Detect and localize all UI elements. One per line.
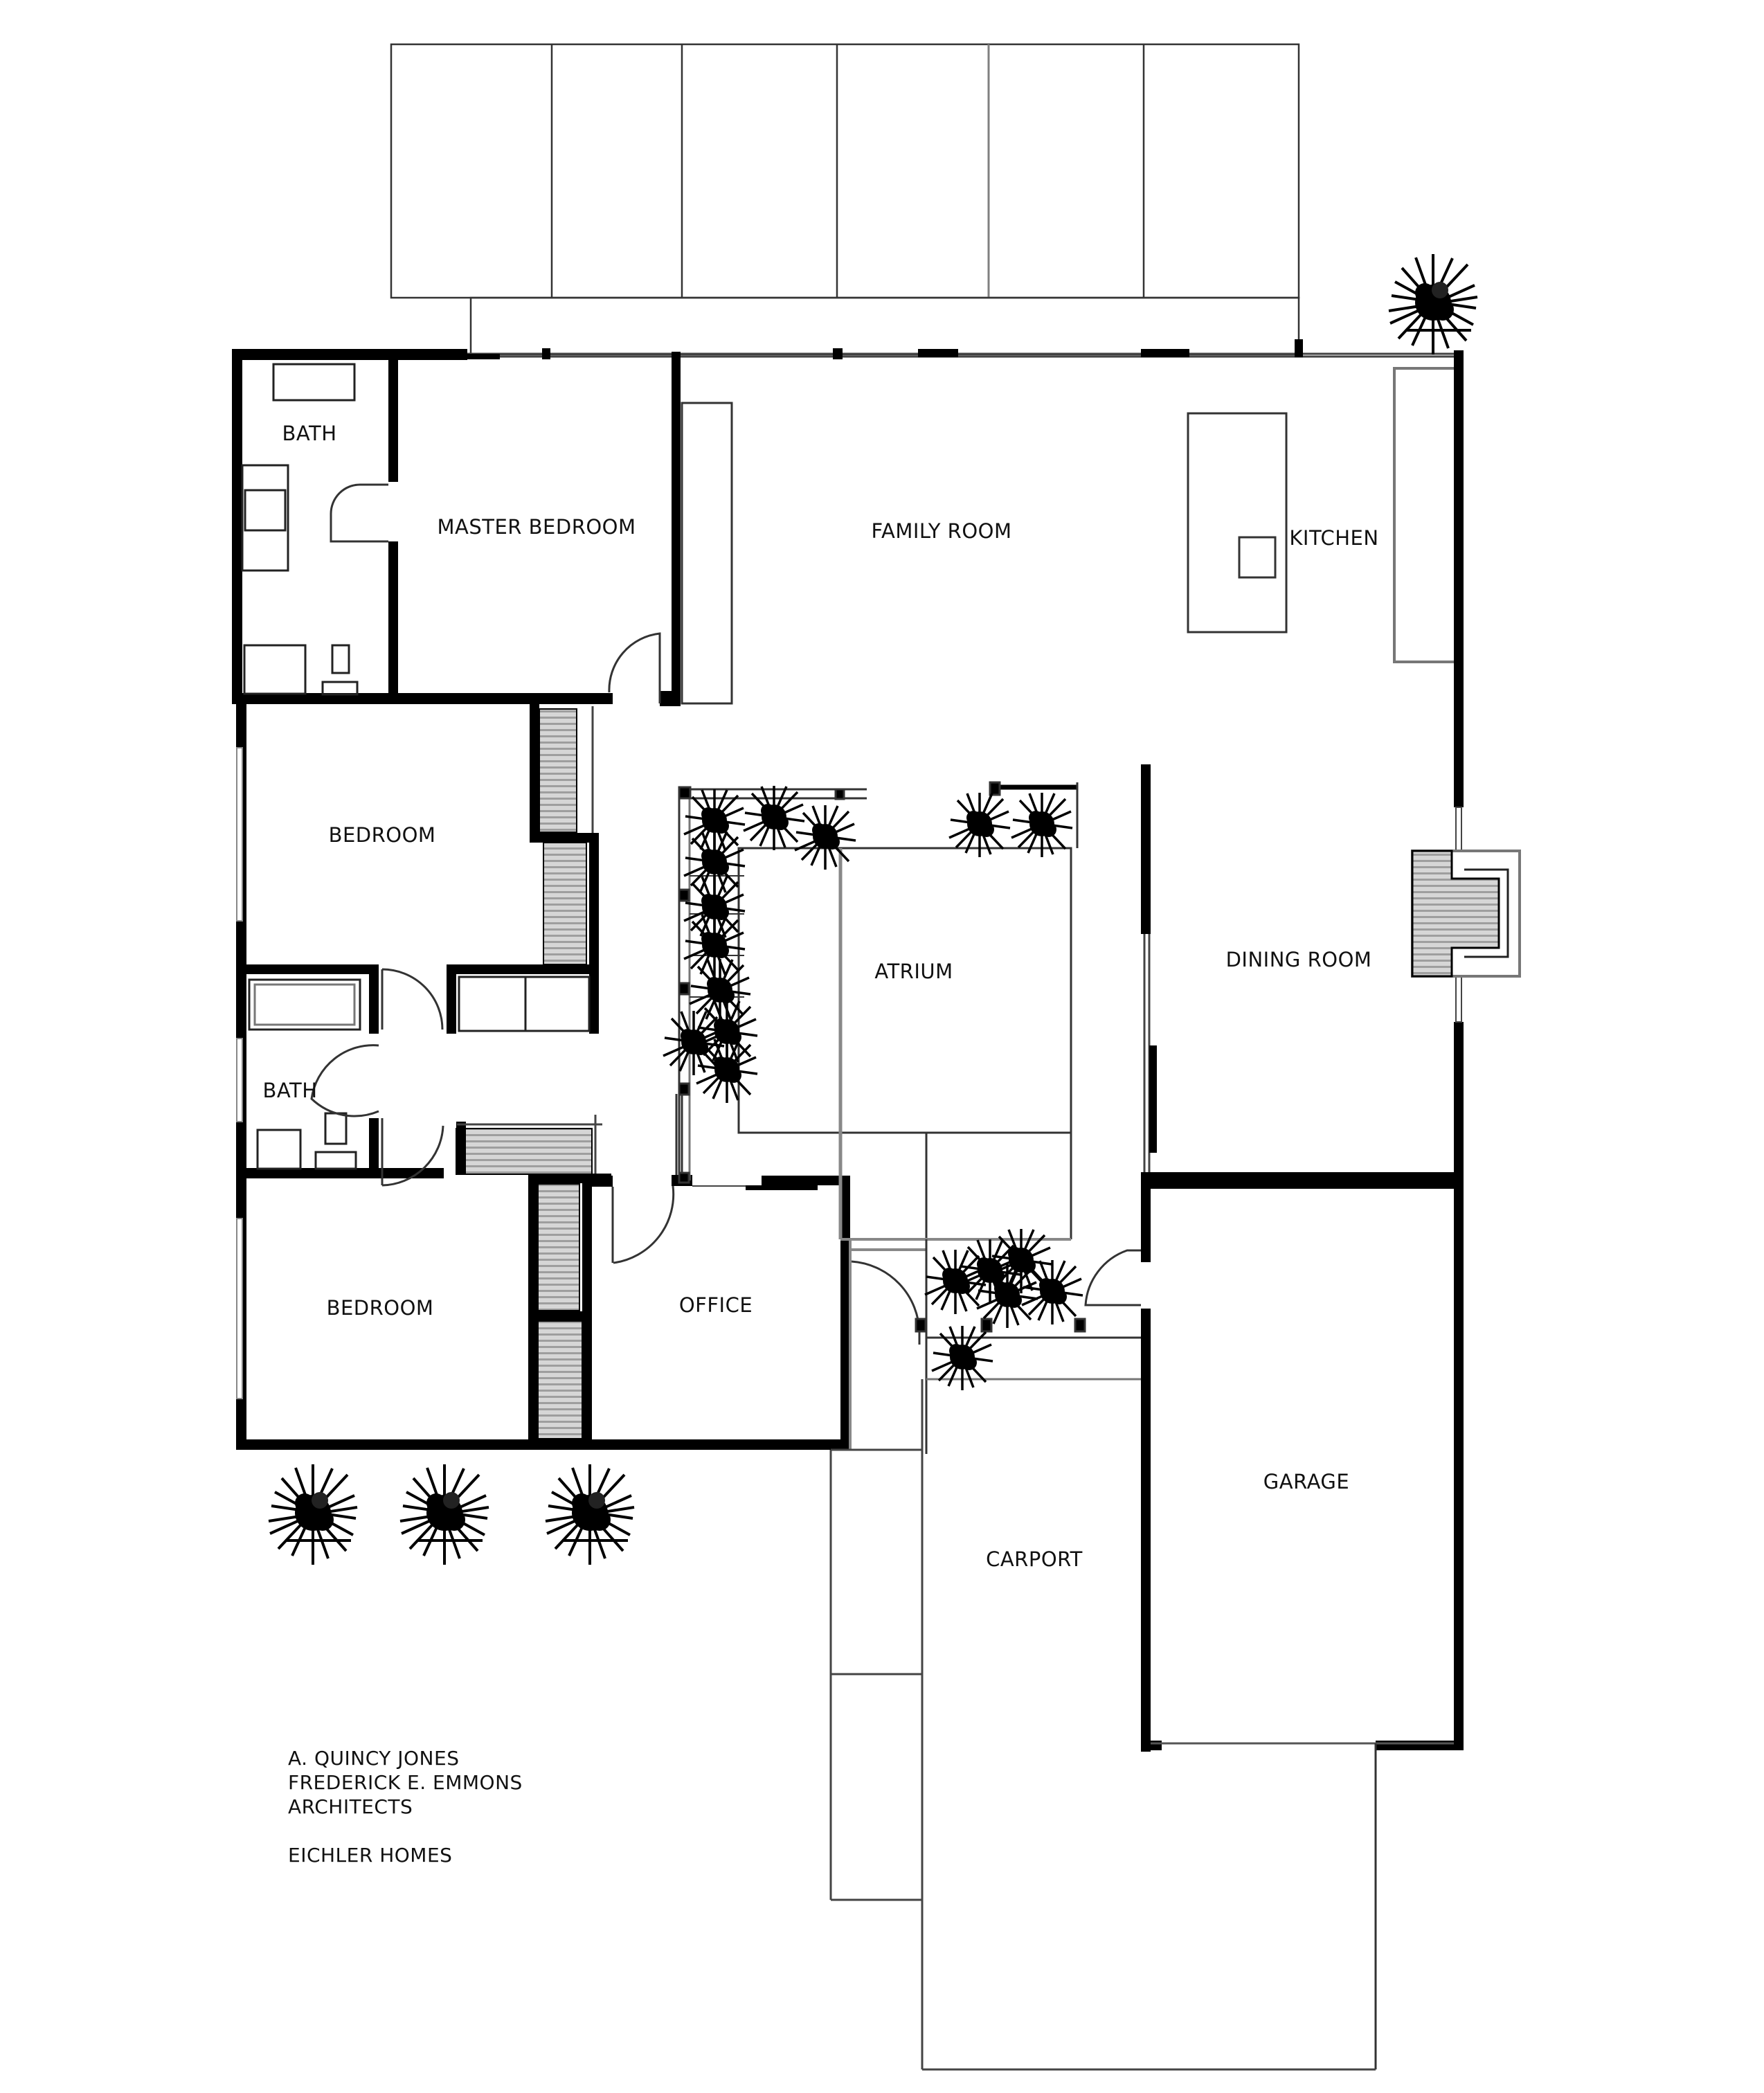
- toilet: [331, 644, 350, 674]
- room-label-bedroom-2: BEDROOM: [326, 1296, 434, 1320]
- room-label-dining-room: DINING ROOM: [1225, 948, 1372, 971]
- built-in-cabinet: [681, 402, 733, 705]
- master-bath-fixtures: [241, 363, 359, 696]
- rear-deck: [390, 43, 1300, 356]
- shower: [243, 644, 307, 695]
- east-wall: [1454, 350, 1464, 1750]
- kitchen-island: [1187, 412, 1288, 634]
- hall-cabinets: [458, 976, 591, 1032]
- room-label-carport: CARPORT: [986, 1547, 1083, 1571]
- tree-icon: [662, 784, 1074, 1104]
- kitchen-counter: [1393, 367, 1458, 663]
- room-label-bath-2: BATH: [262, 1079, 318, 1102]
- carport: [829, 1379, 1376, 2071]
- room-label-office: OFFICE: [678, 1293, 753, 1317]
- vanity: [256, 1129, 302, 1170]
- bathtub: [248, 978, 361, 1031]
- room-label-atrium: ATRIUM: [874, 960, 953, 983]
- credit-line-architect-2: FREDERICK E. EMMONS: [288, 1771, 523, 1794]
- room-label-bedroom-1: BEDROOM: [328, 823, 436, 847]
- tree-icon: [924, 1228, 1084, 1392]
- master-suite-walls: [232, 349, 681, 706]
- door-swing-icon: [310, 968, 444, 1187]
- north-wall: [232, 339, 1462, 360]
- room-label-garage: GARAGE: [1263, 1470, 1350, 1493]
- room-label-kitchen: KITCHEN: [1289, 526, 1379, 550]
- credit-line-builder: EICHLER HOMES: [288, 1844, 453, 1867]
- room-label-master-bath: BATH: [282, 422, 337, 445]
- office-walls: [592, 1094, 850, 1450]
- toilet: [324, 1112, 348, 1145]
- closet-hatch-icon: [537, 1183, 583, 1439]
- garage-walls: [1141, 1179, 1464, 2069]
- vanity: [241, 464, 289, 572]
- credit-line-architects: ARCHITECTS: [288, 1795, 413, 1818]
- room-label-master-bedroom: MASTER BEDROOM: [437, 515, 636, 539]
- sink: [1238, 536, 1277, 579]
- door-swing-icon: [613, 1185, 921, 1345]
- architect-credits: A. QUINCY JONES FREDERICK E. EMMONS ARCH…: [288, 1746, 523, 1867]
- door-swing-icon: [330, 483, 661, 703]
- credit-line-architect-1: A. QUINCY JONES: [288, 1747, 460, 1770]
- hall-linen: [456, 1115, 602, 1177]
- closet-hatch-icon: [539, 706, 594, 965]
- door-swing-icon: [1084, 1249, 1141, 1306]
- bathtub: [272, 363, 356, 402]
- fireplace-icon: [1411, 850, 1521, 978]
- room-label-family-room: FAMILY ROOM: [871, 519, 1012, 543]
- bath-2-fixtures: [248, 978, 361, 1170]
- bedroom-2-walls: [236, 1174, 847, 1450]
- spacer: [288, 1819, 523, 1843]
- tree-icon: [267, 253, 1479, 1566]
- bath-2-walls: [236, 974, 444, 1178]
